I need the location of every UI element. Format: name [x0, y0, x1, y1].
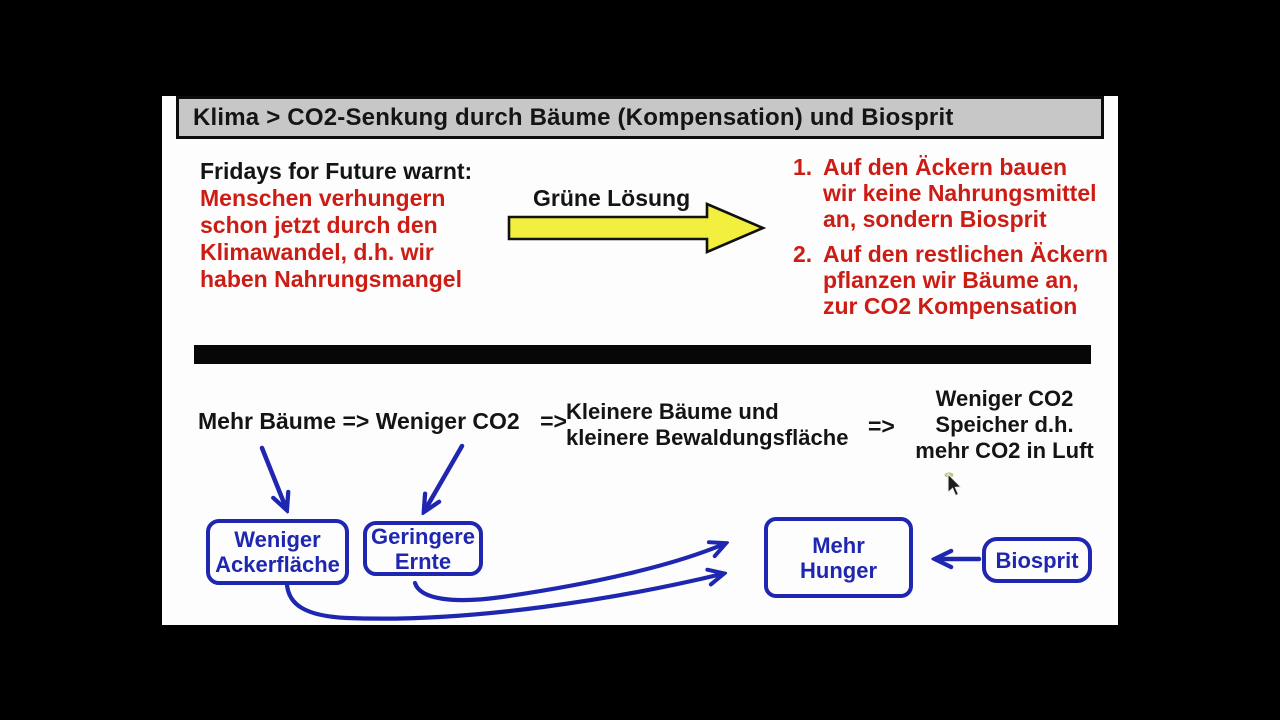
- flow-line: Kleinere Bäume und: [566, 399, 779, 424]
- item-line: Auf den restlichen Äckern: [823, 241, 1109, 267]
- flow-line: Speicher d.h.: [935, 412, 1074, 437]
- item-number: 1.: [793, 154, 813, 180]
- item-line: wir keine Nahrungsmittel: [823, 180, 1097, 206]
- solution-list: 1. Auf den Äckern bauen wir keine Nahrun…: [793, 154, 1108, 328]
- flow-line: Weniger CO2: [935, 386, 1074, 411]
- flow-step-weniger-co2-speicher: Weniger CO2 Speicher d.h. mehr CO2 in Lu…: [902, 386, 1107, 464]
- flow-arrow: =>: [868, 413, 895, 439]
- arrow-mehr-baeume-to-ackerflaeche: [259, 445, 286, 508]
- item-line: Auf den Äckern bauen: [823, 154, 1068, 180]
- flow-step-kleinere-baeume: Kleinere Bäume und kleinere Bewaldungsfl…: [566, 399, 848, 451]
- slide: Klima > CO2-Senkung durch Bäume (Kompens…: [162, 96, 1118, 625]
- flow-line: kleinere Bewaldungsfläche: [566, 425, 849, 450]
- item-line: an, sondern Biosprit: [823, 206, 1047, 232]
- box-line: Geringere: [371, 523, 475, 549]
- warning-line: haben Nahrungsmangel: [200, 266, 462, 292]
- flow-step-weniger-co2: Weniger CO2: [375, 408, 520, 434]
- arrow-weniger-co2-to-ernte: [425, 443, 465, 510]
- arrow-ackerflaeche-to-hunger: [284, 574, 722, 621]
- item-text: Auf den Äckern bauen wir keine Nahrungsm…: [823, 154, 1097, 232]
- slide-title: Klima > CO2-Senkung durch Bäume (Kompens…: [193, 103, 954, 131]
- mouse-cursor-icon: [944, 472, 963, 497]
- box-weniger-ackerflaeche: Weniger Ackerfläche: [206, 519, 349, 585]
- warning-line: Klimawandel, d.h. wir: [200, 239, 434, 265]
- box-line: Mehr: [812, 532, 865, 558]
- box-line: Ackerfläche: [215, 552, 340, 577]
- box-mehr-hunger: Mehr Hunger: [764, 517, 913, 598]
- box-biosprit: Biosprit: [982, 537, 1092, 583]
- warning-line: Menschen verhungern: [200, 185, 446, 211]
- box-line: Hunger: [800, 557, 877, 583]
- solution-item-2: 2. Auf den restlichen Äckern pflanzen wi…: [793, 241, 1108, 319]
- section-divider: [194, 345, 1091, 364]
- flow-step-mehr-baeume: Mehr Bäume: [198, 408, 337, 434]
- box-line: Ernte: [394, 548, 452, 574]
- solution-item-1: 1. Auf den Äckern bauen wir keine Nahrun…: [793, 154, 1108, 232]
- flow-arrow: =>: [540, 408, 567, 434]
- title-bar: Klima > CO2-Senkung durch Bäume (Kompens…: [176, 96, 1104, 139]
- fridays-heading: Fridays for Future warnt:: [200, 158, 473, 184]
- fridays-warning-block: Fridays for Future warnt: Menschen verhu…: [200, 158, 472, 293]
- box-line: Weniger: [234, 527, 321, 552]
- flow-arrow: =>: [342, 408, 370, 434]
- green-solution-label: Grüne Lösung: [533, 185, 691, 211]
- item-line: pflanzen wir Bäume an,: [823, 267, 1079, 293]
- flow-line: mehr CO2 in Luft: [915, 438, 1094, 463]
- item-line: zur CO2 Kompensation: [823, 293, 1078, 319]
- box-line: Biosprit: [995, 547, 1079, 573]
- flow-step-row: Mehr Bäume => Weniger CO2 =>: [198, 408, 567, 435]
- box-geringere-ernte: Geringere Ernte: [363, 521, 483, 576]
- item-number: 2.: [793, 241, 813, 267]
- item-text: Auf den restlichen Äckern pflanzen wir B…: [823, 241, 1108, 319]
- warning-line: schon jetzt durch den: [200, 212, 438, 238]
- green-solution-arrow-icon: [507, 202, 767, 254]
